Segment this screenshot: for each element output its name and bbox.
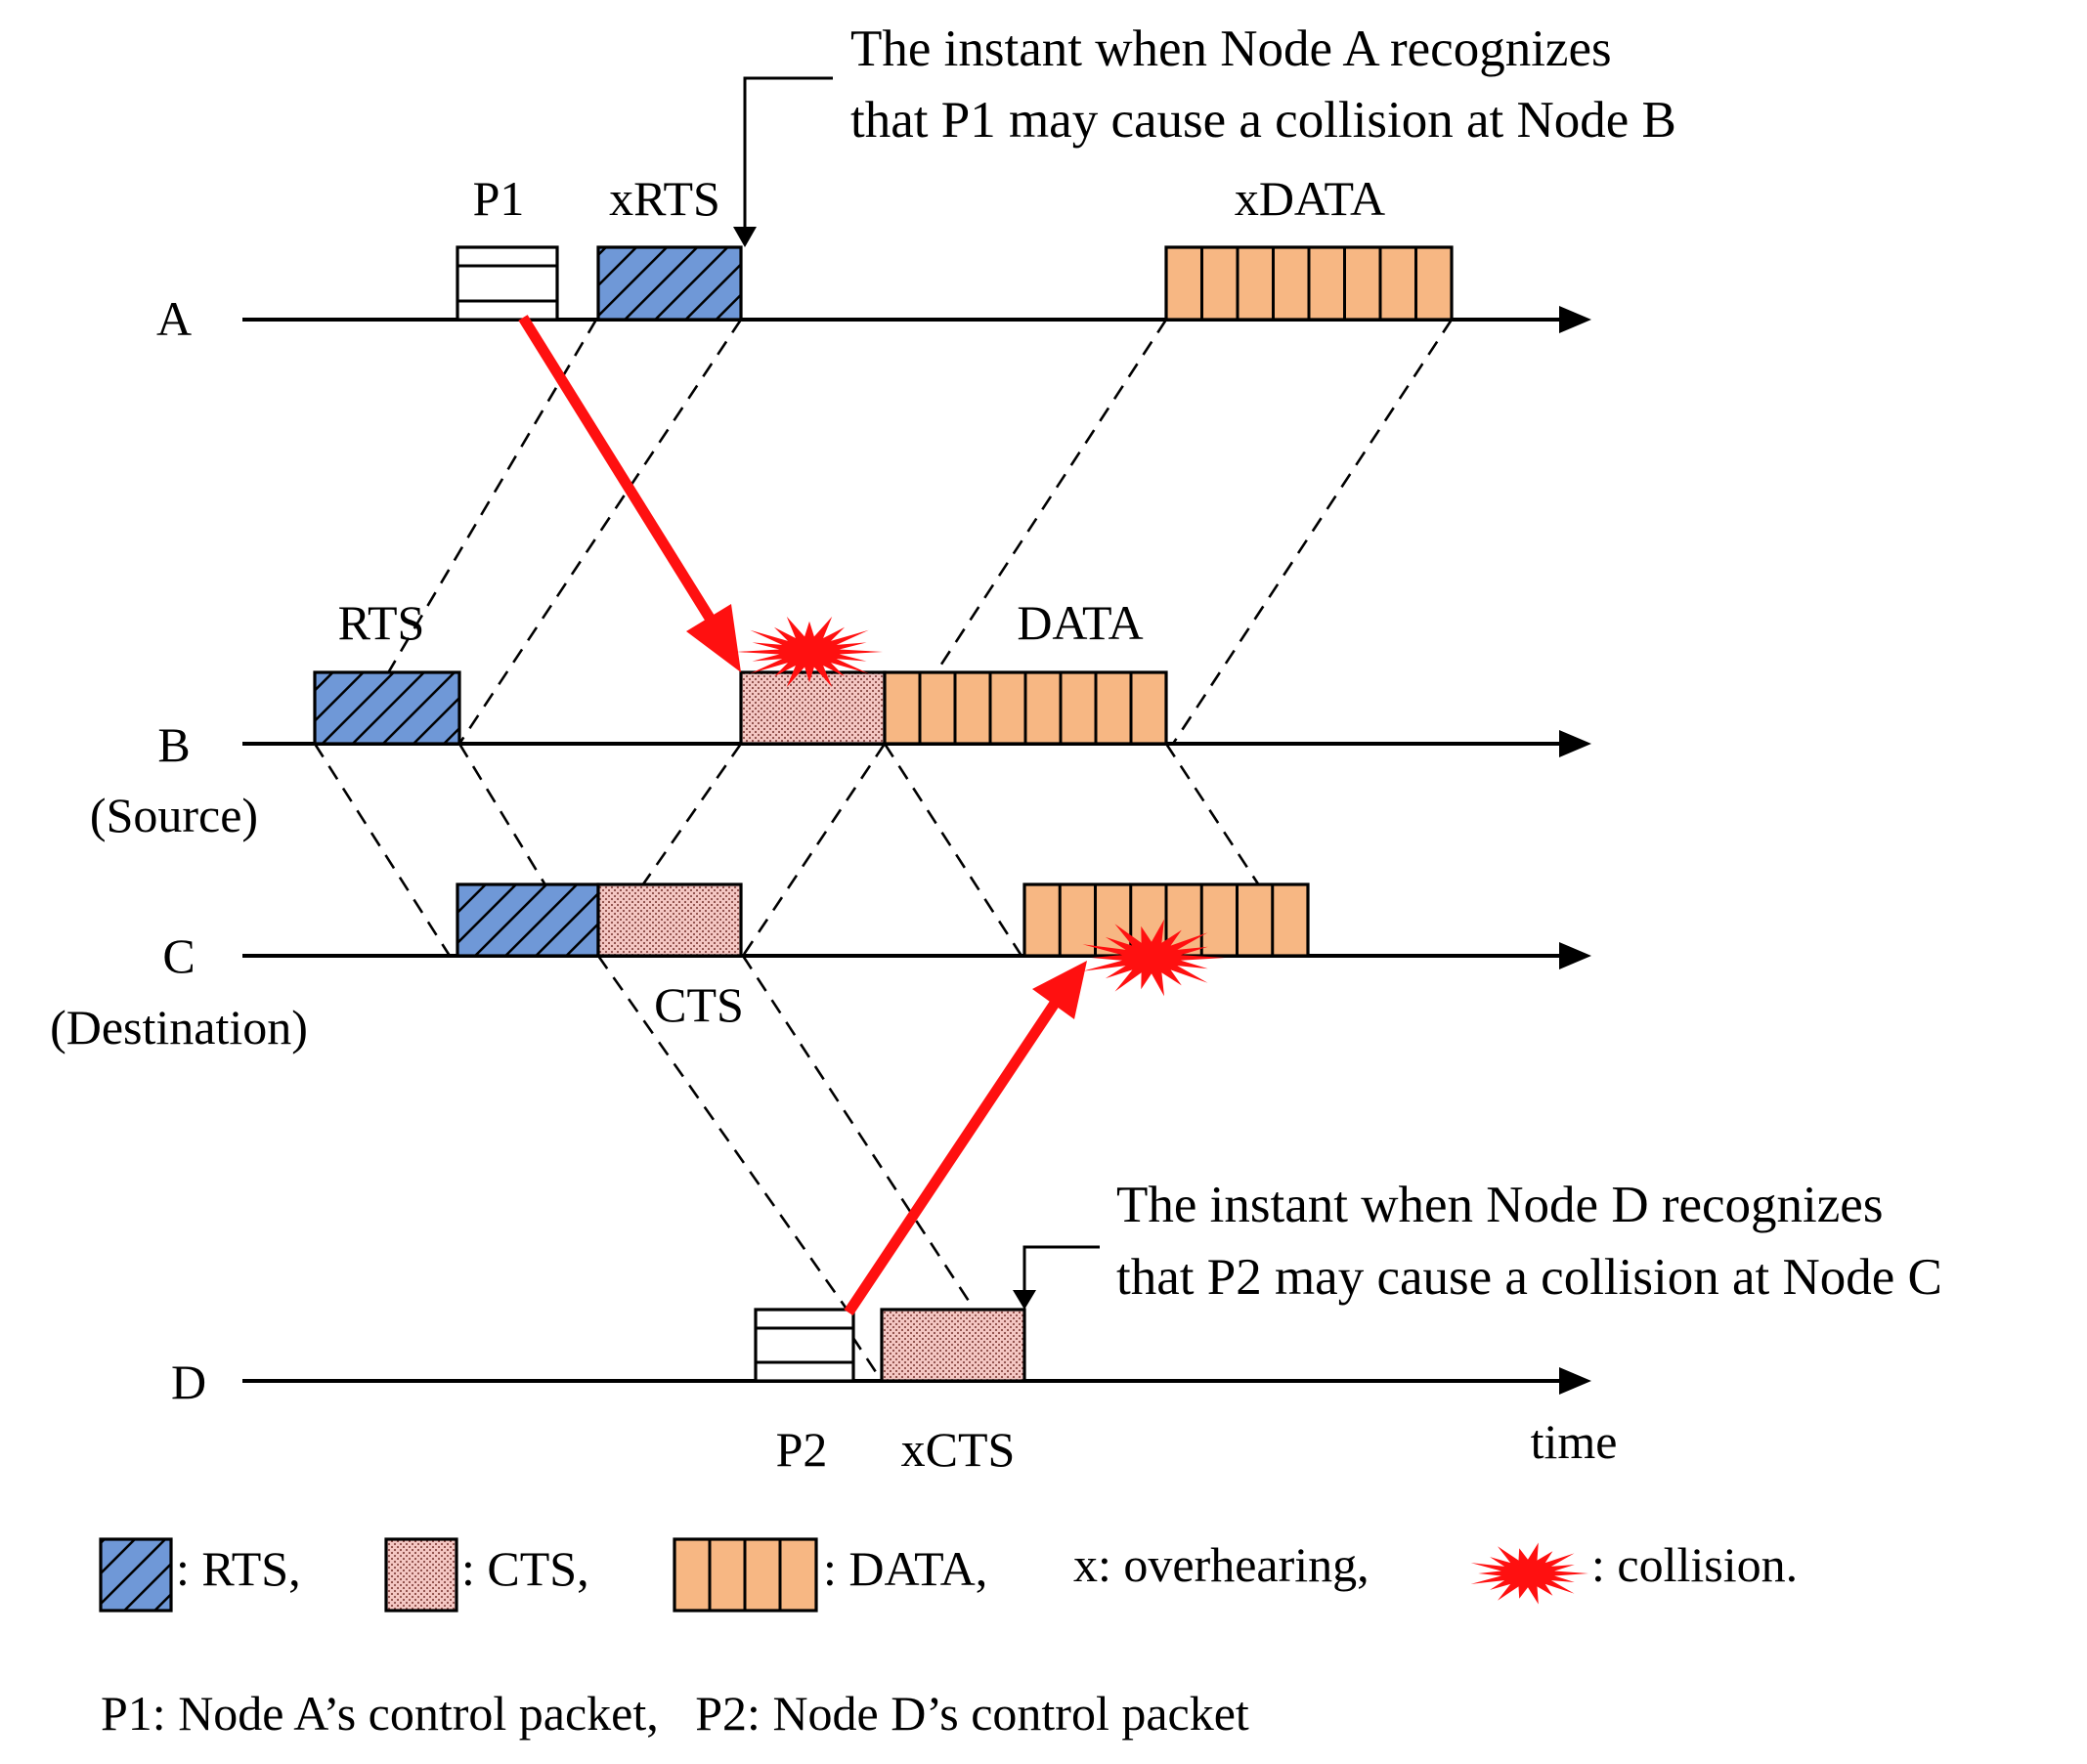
legend-collision-swatch	[1470, 1542, 1588, 1605]
node-b-role: (Source)	[90, 788, 258, 842]
node-c-label: C	[162, 928, 195, 983]
collision-burst-c	[1082, 919, 1225, 997]
annotation-node-a: The instant when Node A recognizes that …	[733, 21, 1676, 247]
legend-cts-swatch	[384, 1537, 458, 1613]
xdata-packet-a	[1164, 245, 1454, 322]
p2-label: P2	[776, 1422, 828, 1477]
cts-packet-c	[596, 882, 743, 958]
rts-packet-b	[313, 670, 461, 746]
node-d-label: D	[171, 1355, 206, 1409]
node-c-role: (Destination)	[50, 1000, 308, 1054]
cts-label: CTS	[654, 977, 744, 1032]
footnote: P1: Node A’s control packet, P2: Node D’…	[101, 1686, 1249, 1741]
legend-collision-text: : collision.	[1591, 1537, 1798, 1592]
annotation-node-a-line1: The instant when Node A recognizes	[850, 21, 1612, 77]
p1-label: P1	[473, 171, 525, 226]
rts-label: RTS	[338, 595, 425, 650]
rts-packet-c	[456, 882, 600, 958]
annotation-node-d-line1: The instant when Node D recognizes	[1116, 1177, 1883, 1233]
p2-interference-arrow	[844, 961, 1087, 1316]
annotation-node-d-line2: that P2 may cause a collision at Node C	[1116, 1249, 1942, 1306]
xcts-packet-d	[880, 1308, 1026, 1383]
node-b-label: B	[157, 717, 190, 772]
annotation-node-a-line2: that P1 may cause a collision at Node B	[850, 92, 1676, 149]
xcts-label: xCTS	[901, 1422, 1016, 1477]
legend-data-text: : DATA,	[823, 1541, 987, 1596]
node-a-label: A	[156, 291, 192, 346]
p2-packet-d	[754, 1308, 855, 1383]
xdata-label: xDATA	[1235, 171, 1385, 226]
time-axis-label: time	[1531, 1414, 1618, 1469]
cts-packet-b	[739, 670, 887, 746]
legend-cts-text: : CTS,	[461, 1541, 589, 1596]
p1-interference-arrow	[518, 315, 741, 672]
xrts-label: xRTS	[609, 171, 720, 226]
xrts-packet-a	[596, 245, 743, 322]
legend-data-swatch	[673, 1537, 818, 1613]
legend-rts-text: : RTS,	[176, 1541, 301, 1596]
annotation-node-d: The instant when Node D recognizes that …	[1013, 1177, 1942, 1310]
data-label: DATA	[1017, 595, 1143, 650]
annotation-node-d-leader	[1022, 1245, 1100, 1295]
data-packet-b	[883, 670, 1168, 746]
legend-rts-swatch	[99, 1537, 173, 1613]
propagation-lines	[313, 319, 1454, 1382]
collision-burst-b	[736, 616, 883, 688]
legend-overhearing-text: x: overhearing,	[1073, 1537, 1370, 1592]
p1-packet-a	[456, 245, 559, 322]
legend: : RTS, : CTS, : DATA, x: overhearing, : …	[99, 1537, 1798, 1613]
annotation-node-a-leader	[743, 76, 833, 233]
